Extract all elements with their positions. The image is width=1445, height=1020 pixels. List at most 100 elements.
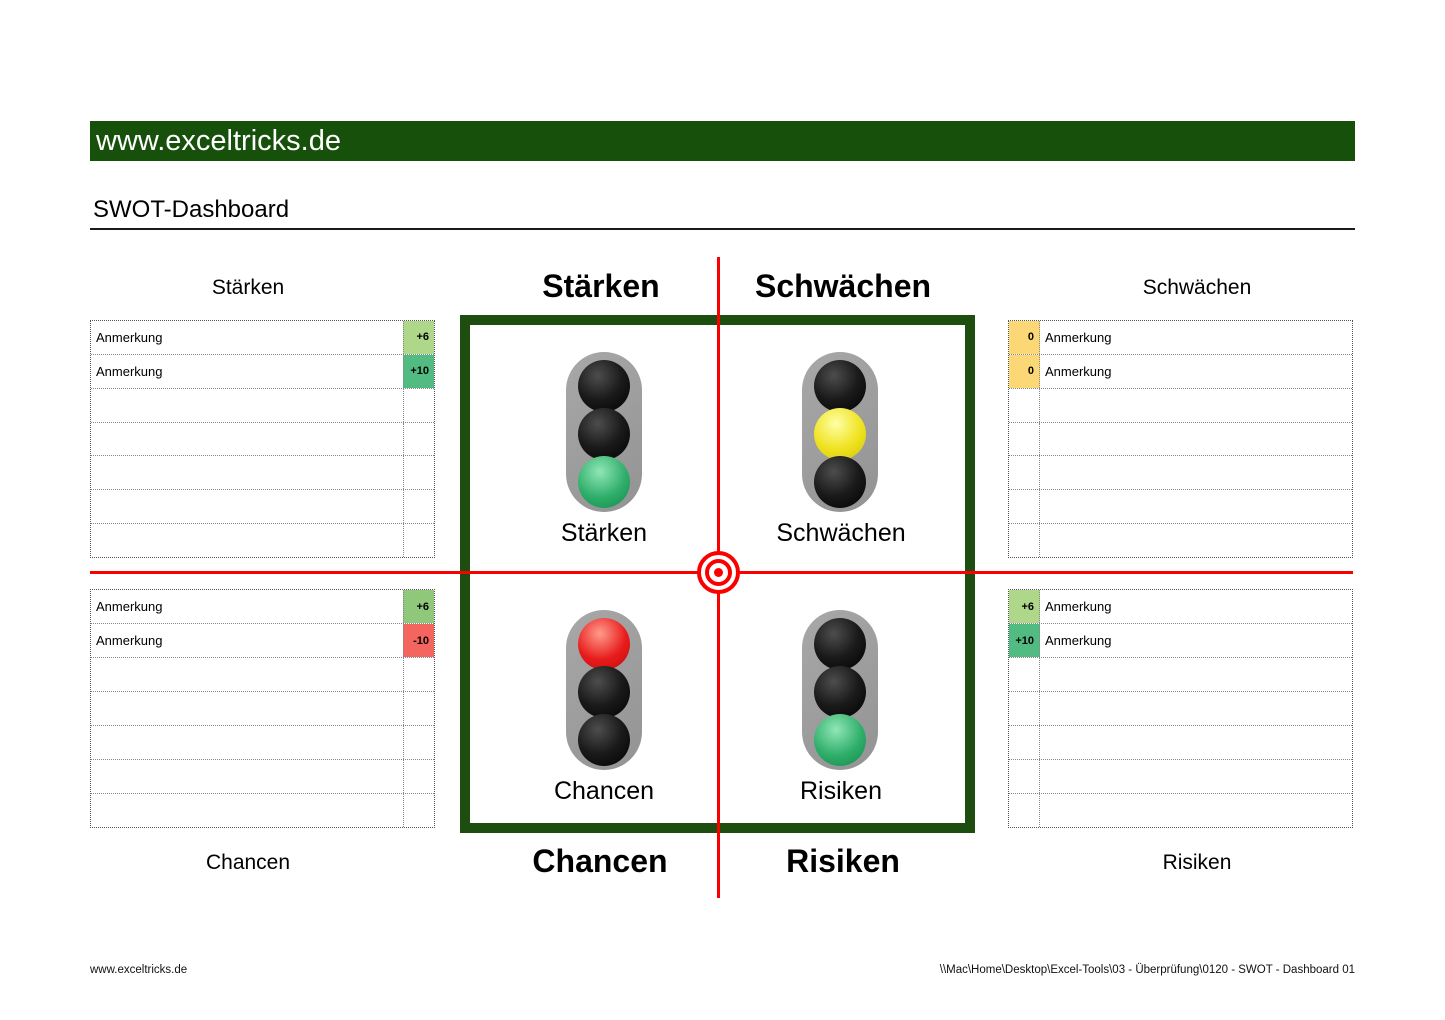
annotation-cell[interactable]: Anmerkung <box>96 329 163 345</box>
annotation-cell[interactable] <box>91 490 403 523</box>
score-cell[interactable] <box>1009 456 1040 490</box>
score-cell[interactable] <box>403 456 434 490</box>
annotation-cell[interactable]: Anmerkung <box>1045 329 1112 345</box>
score-cell[interactable] <box>403 388 434 422</box>
score-cell[interactable]: +6 <box>403 321 434 354</box>
traffic-bulb-top-icon <box>814 618 866 670</box>
footer-right-text: \\Mac\Home\Desktop\Excel-Tools\03 - Über… <box>939 964 1355 976</box>
traffic-light-label-opportunities: Chancen <box>553 777 655 805</box>
site-banner: www.exceltricks.de <box>90 121 1355 161</box>
crosshair-target-icon <box>697 551 740 594</box>
annotation-cell[interactable] <box>1040 389 1352 422</box>
table-row: +10 Anmerkung <box>1009 624 1352 658</box>
annotation-cell[interactable] <box>91 794 403 827</box>
annotation-cell[interactable] <box>1040 658 1352 691</box>
table-row <box>91 658 434 692</box>
header-weaknesses: Schwächen <box>754 268 932 304</box>
annotation-cell[interactable] <box>91 524 403 557</box>
annotation-cell[interactable] <box>91 658 403 691</box>
annotation-cell[interactable] <box>1040 423 1352 456</box>
annotation-cell[interactable] <box>91 389 403 422</box>
header-risks: Risiken <box>786 843 900 879</box>
annotation-cell[interactable] <box>1040 760 1352 793</box>
table-row <box>1009 760 1352 794</box>
annotation-cell[interactable] <box>91 726 403 759</box>
score-cell[interactable]: 0 <box>1009 321 1040 354</box>
table-row <box>91 524 434 558</box>
annotation-cell[interactable] <box>1040 490 1352 523</box>
annotation-cell[interactable] <box>91 423 403 456</box>
table-row <box>91 388 434 423</box>
score-cell[interactable] <box>1009 760 1040 793</box>
score-cell[interactable] <box>403 490 434 524</box>
traffic-bulb-bottom-icon <box>578 456 630 508</box>
score-cell[interactable]: -10 <box>403 624 434 657</box>
score-cell[interactable] <box>403 692 434 725</box>
target-center-dot <box>714 568 723 577</box>
score-cell[interactable] <box>403 760 434 793</box>
annotation-cell[interactable] <box>91 456 403 489</box>
score-cell[interactable] <box>403 422 434 456</box>
traffic-light-label-weaknesses: Schwächen <box>776 519 906 547</box>
score-cell[interactable]: +6 <box>1009 590 1040 623</box>
score-cell[interactable]: 0 <box>1009 354 1040 388</box>
annotation-cell[interactable]: Anmerkung <box>96 599 163 614</box>
annotation-cell[interactable] <box>91 760 403 793</box>
table-row <box>91 760 434 794</box>
annotation-cell[interactable] <box>1040 794 1352 827</box>
table-row: Anmerkung +6 <box>91 321 434 355</box>
annotation-cell[interactable] <box>1040 726 1352 759</box>
table-row: Anmerkung +10 <box>91 354 434 389</box>
outer-title-strengths: Stärken <box>211 276 285 299</box>
footer-left-text: www.exceltricks.de <box>90 964 188 976</box>
traffic-light-label-risks: Risiken <box>800 777 882 805</box>
score-cell[interactable] <box>403 794 434 827</box>
traffic-light-weaknesses <box>802 352 878 512</box>
traffic-bulb-top-icon <box>578 360 630 412</box>
page-title: SWOT-Dashboard <box>93 196 290 223</box>
table-opportunities: Anmerkung +6 Anmerkung -10 <box>90 589 435 828</box>
score-cell[interactable] <box>1009 726 1040 759</box>
score-cell[interactable] <box>403 524 434 558</box>
score-cell[interactable] <box>1009 388 1040 422</box>
score-cell[interactable] <box>403 726 434 759</box>
target-inner-ring <box>705 559 732 586</box>
table-row <box>1009 692 1352 726</box>
annotation-cell[interactable]: Anmerkung <box>96 363 163 379</box>
annotation-cell[interactable]: Anmerkung <box>1045 633 1112 648</box>
table-row <box>91 726 434 760</box>
table-risks: +6 Anmerkung +10 Anmerkung <box>1008 589 1353 828</box>
table-row <box>91 456 434 491</box>
outer-title-opportunities: Chancen <box>205 851 291 874</box>
score-cell[interactable] <box>1009 524 1040 558</box>
score-cell[interactable] <box>1009 692 1040 725</box>
outer-title-weaknesses: Schwächen <box>1142 276 1252 299</box>
score-cell[interactable]: +10 <box>1009 624 1040 657</box>
annotation-cell[interactable] <box>91 692 403 725</box>
annotation-cell[interactable]: Anmerkung <box>1045 599 1112 614</box>
traffic-light-risks <box>802 610 878 770</box>
score-cell[interactable] <box>1009 794 1040 827</box>
title-divider <box>90 228 1355 230</box>
outer-title-risks: Risiken <box>1162 851 1232 874</box>
score-cell[interactable] <box>1009 658 1040 691</box>
annotation-cell[interactable] <box>1040 456 1352 489</box>
table-row <box>1009 524 1352 558</box>
annotation-cell[interactable] <box>1040 692 1352 725</box>
score-cell[interactable]: +10 <box>403 354 434 388</box>
table-row <box>1009 490 1352 525</box>
traffic-bulb-top-icon <box>814 360 866 412</box>
table-row <box>1009 658 1352 692</box>
table-row <box>91 422 434 457</box>
score-cell[interactable] <box>1009 422 1040 456</box>
score-cell[interactable] <box>403 658 434 691</box>
header-strengths: Stärken <box>542 268 660 304</box>
table-row <box>1009 456 1352 491</box>
score-cell[interactable] <box>1009 490 1040 524</box>
annotation-cell[interactable]: Anmerkung <box>96 633 163 648</box>
annotation-cell[interactable]: Anmerkung <box>1045 363 1112 379</box>
annotation-cell[interactable] <box>1040 524 1352 557</box>
score-cell[interactable]: +6 <box>403 590 434 623</box>
table-row <box>1009 388 1352 423</box>
